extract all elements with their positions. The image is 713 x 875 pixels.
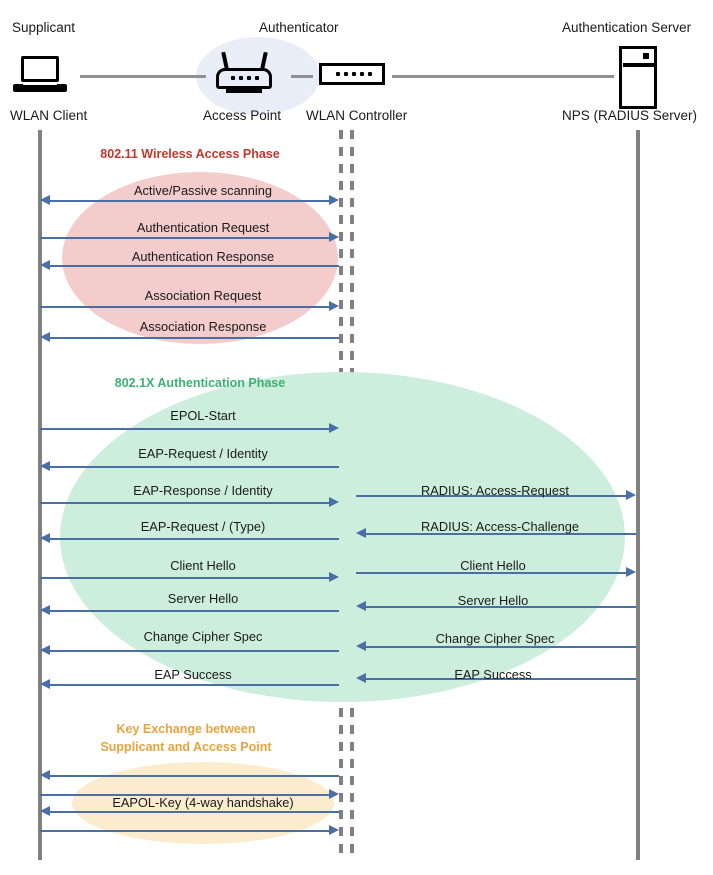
wire-ap-to-controller — [291, 75, 313, 78]
msg-line — [40, 830, 332, 832]
msg-line — [356, 495, 628, 497]
arrowhead-right — [626, 567, 636, 577]
arrowhead-right — [329, 195, 339, 205]
arrowhead-left — [40, 461, 50, 471]
msg-label-eap-success-right: EAP Success — [454, 667, 532, 682]
msg-label-authentication-request: Authentication Request — [136, 220, 270, 235]
lifeline-authentication-server — [636, 130, 640, 860]
msg-line — [40, 428, 332, 430]
msg-line — [40, 306, 332, 308]
msg-line — [48, 200, 332, 202]
wire-client-to-ap — [80, 75, 206, 78]
actor-role-authenticator: Authenticator — [259, 20, 339, 35]
msg-label-eapol-start: EPOL-Start — [170, 408, 236, 423]
arrowhead-left — [356, 601, 366, 611]
arrowhead-right — [329, 825, 339, 835]
access-point-icon — [216, 51, 272, 94]
actor-device-wlan-controller: WLAN Controller — [306, 108, 408, 123]
actor-role-supplicant: Supplicant — [12, 20, 76, 35]
arrowhead-left — [40, 770, 50, 780]
phase-label-key-exchange-line2: Supplicant and Access Point — [100, 740, 272, 754]
arrowhead-left — [40, 605, 50, 615]
msg-line — [364, 533, 636, 535]
msg-line — [48, 811, 339, 813]
arrowhead-right — [626, 490, 636, 500]
msg-label-association-response: Association Response — [139, 319, 267, 334]
msg-line — [48, 775, 339, 777]
msg-label-association-request: Association Request — [144, 288, 262, 303]
msg-line — [40, 502, 332, 504]
msg-label-change-cipher-spec-left: Change Cipher Spec — [143, 629, 263, 644]
actor-device-access-point: Access Point — [203, 108, 282, 123]
msg-label-eap-response-identity: EAP-Response / Identity — [133, 483, 273, 498]
arrowhead-left — [40, 645, 50, 655]
msg-label-radius-access-request: RADIUS: Access-Request — [421, 483, 569, 498]
arrowhead-left — [40, 260, 50, 270]
msg-label-radius-access-challenge: RADIUS: Access-Challenge — [421, 519, 579, 534]
msg-line — [48, 650, 339, 652]
msg-line — [40, 794, 332, 796]
laptop-icon — [13, 56, 67, 94]
msg-label-change-cipher-spec-right: Change Cipher Spec — [435, 631, 555, 646]
msg-label-authentication-response: Authentication Response — [131, 249, 275, 264]
arrowhead-right — [329, 789, 339, 799]
actor-role-authentication-server: Authentication Server — [562, 20, 692, 35]
arrowhead-right — [329, 301, 339, 311]
wlan-controller-icon — [319, 63, 385, 85]
server-icon — [619, 46, 657, 109]
msg-label-eap-success-left: EAP Success — [154, 667, 232, 682]
wire-controller-to-server — [392, 75, 614, 78]
msg-label-eap-request-type: EAP-Request / (Type) — [140, 519, 266, 534]
msg-label-eap-request-identity: EAP-Request / Identity — [138, 446, 268, 461]
actor-device-wlan-client: WLAN Client — [10, 108, 88, 123]
arrowhead-left — [40, 533, 50, 543]
arrowhead-left — [356, 528, 366, 538]
arrowhead-left — [40, 332, 50, 342]
msg-label-server-hello-right: Server Hello — [457, 593, 529, 608]
arrowhead-left — [356, 641, 366, 651]
msg-line — [48, 466, 339, 468]
msg-label-active-passive-scanning: Active/Passive scanning — [134, 183, 272, 198]
msg-line — [364, 646, 636, 648]
arrowhead-right — [329, 423, 339, 433]
msg-line — [48, 684, 339, 686]
phase-label-wireless-access: 802.11 Wireless Access Phase — [100, 147, 280, 161]
phase-label-dot1x-auth: 802.1X Authentication Phase — [114, 376, 286, 390]
msg-line — [48, 337, 339, 339]
msg-line — [48, 610, 339, 612]
msg-line — [40, 577, 332, 579]
arrowhead-right — [329, 572, 339, 582]
msg-label-server-hello-left: Server Hello — [167, 591, 239, 606]
msg-line — [48, 265, 339, 267]
msg-line — [48, 538, 339, 540]
arrowhead-right — [329, 232, 339, 242]
phase-label-key-exchange-line1: Key Exchange between — [116, 722, 256, 736]
msg-line — [356, 572, 628, 574]
phase-blob-dot1x-auth — [60, 372, 625, 702]
msg-label-client-hello-right: Client Hello — [460, 558, 526, 573]
lifeline-supplicant — [38, 130, 42, 860]
actor-device-nps-radius-server: NPS (RADIUS Server) — [562, 108, 698, 123]
msg-line — [364, 678, 636, 680]
msg-line — [40, 237, 332, 239]
arrowhead-left — [40, 195, 50, 205]
arrowhead-left — [40, 806, 50, 816]
arrowhead-left — [356, 673, 366, 683]
arrowhead-right — [329, 497, 339, 507]
msg-label-eapol-key-4-way-handshake: EAPOL-Key (4-way handshake) — [112, 795, 294, 810]
arrowhead-left — [40, 679, 50, 689]
msg-line — [364, 606, 636, 608]
msg-label-client-hello-left: Client Hello — [170, 558, 236, 573]
